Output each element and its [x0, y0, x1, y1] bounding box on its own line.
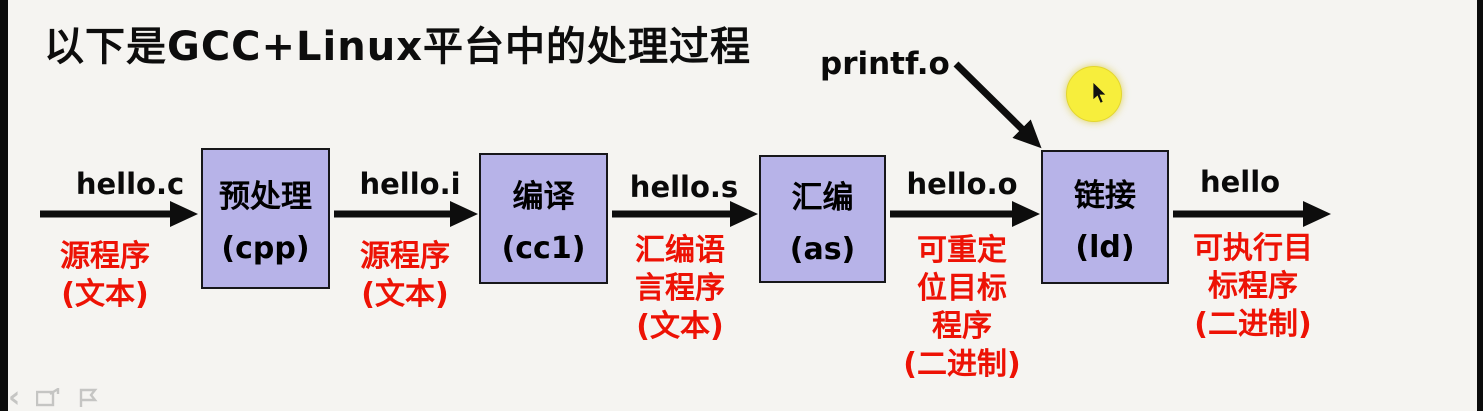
desc-line: 源程序 — [60, 239, 150, 274]
desc-relocatable-object: 可重定 位目标 程序 (二进制) — [903, 232, 1020, 384]
cursor-highlight-circle — [1066, 66, 1122, 122]
printf-o-label: printf.o — [820, 46, 950, 82]
stage-tool: (cc1) — [501, 231, 586, 266]
stage-name: 预处理 — [219, 179, 312, 215]
desc-line: (二进制) — [903, 347, 1021, 382]
desc-line: 言程序 — [635, 271, 725, 306]
stage-tool: (as) — [789, 231, 856, 267]
back-chevron-icon[interactable]: ‹ — [8, 380, 21, 411]
desc-line: 汇编语 — [635, 233, 725, 268]
window-icon[interactable] — [36, 388, 62, 408]
stage-name: 编译 — [512, 179, 575, 215]
stage-tool: (ld) — [1075, 229, 1135, 265]
file-label-hello-c: hello.c — [75, 167, 185, 201]
desc-line: 位目标 — [916, 271, 1007, 306]
stage-box-compile: 编译 (cc1) — [479, 153, 608, 284]
desc-line: (文本) — [361, 277, 449, 312]
arrow-printf-o-to-link — [953, 61, 1042, 149]
desc-source-text-2: 源程序 (文本) — [360, 238, 450, 314]
screen-edge-left — [0, 0, 8, 411]
mouse-cursor-icon — [1092, 82, 1108, 104]
stage-name: 链接 — [1074, 177, 1136, 214]
desc-line: (文本) — [636, 309, 724, 344]
desc-line: (文本) — [61, 277, 149, 312]
flag-icon[interactable] — [78, 388, 100, 408]
desc-line: 标程序 — [1208, 269, 1298, 304]
stage-box-preprocess: 预处理 (cpp) — [201, 148, 330, 289]
screen-edge-right — [1477, 0, 1483, 411]
desc-line: 程序 — [931, 309, 992, 344]
file-label-hello-i: hello.i — [359, 167, 461, 201]
stage-tool: (cpp) — [221, 231, 310, 266]
desc-line: 可重定 — [916, 233, 1007, 268]
desc-line: 可执行目 — [1193, 231, 1313, 266]
desc-line: (二进制) — [1194, 307, 1312, 342]
stage-box-link: 链接 (ld) — [1041, 150, 1169, 284]
desc-source-text-1: 源程序 (文本) — [60, 238, 150, 314]
stage-box-assemble: 汇编 (as) — [759, 155, 886, 283]
desc-executable-object: 可执行目 标程序 (二进制) — [1193, 230, 1313, 344]
file-label-hello: hello — [1199, 165, 1281, 199]
bottom-toolbar: ‹ — [8, 380, 100, 411]
page-title: 以下是GCC+Linux平台中的处理过程 — [44, 24, 752, 70]
desc-assembly-text: 汇编语 言程序 (文本) — [635, 232, 725, 346]
stage-name: 汇编 — [791, 179, 854, 216]
desc-line: 源程序 — [360, 239, 450, 274]
file-label-hello-s: hello.s — [629, 170, 739, 204]
file-label-hello-o: hello.o — [906, 167, 1018, 201]
